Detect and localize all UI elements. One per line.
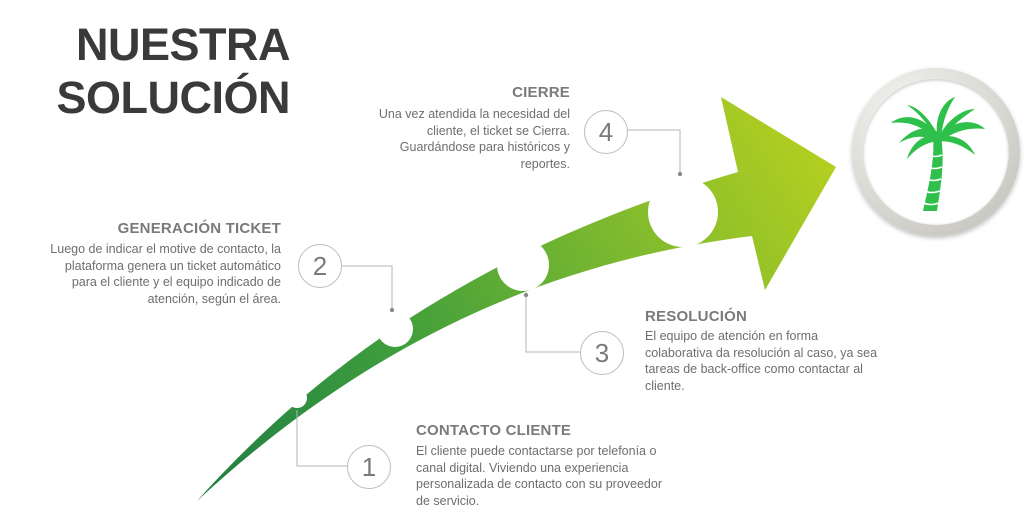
palm-tree-icon <box>891 97 985 211</box>
page-title-line-2: SOLUCIÓN <box>56 72 290 123</box>
step-text-contacto-cliente: El cliente puede contactarse por telefon… <box>416 444 662 508</box>
brand-logo <box>852 68 1020 236</box>
step-text-cierre: Una vez atendida la necesidad del client… <box>378 107 570 171</box>
step-title-resolucion: RESOLUCIÓN <box>645 308 748 325</box>
step-number-3: 3 <box>580 331 624 375</box>
step-title-cierre: CIERRE <box>512 84 570 101</box>
step-number-4: 4 <box>584 110 628 154</box>
milestone-dot-3 <box>497 239 549 291</box>
brand-logo-inner <box>863 79 1009 225</box>
connector-line-2 <box>342 265 393 310</box>
step-title-generacion-ticket: GENERACIÓN TICKET <box>117 220 281 237</box>
page-title: NUESTRA SOLUCIÓN <box>50 18 290 124</box>
milestone-dot-1 <box>287 388 307 408</box>
step-title-contacto-cliente: CONTACTO CLIENTE <box>416 422 572 439</box>
step-number-1: 1 <box>347 445 391 489</box>
step-number-2: 2 <box>298 244 342 288</box>
connector-line-1 <box>296 410 347 467</box>
step-text-generacion-ticket: Luego de indicar el motive de contacto, … <box>50 242 281 306</box>
connector-line-4 <box>628 129 681 174</box>
step-text-resolucion: El equipo de atención en forma colaborat… <box>645 329 878 393</box>
page-title-line-1: NUESTRA <box>75 19 291 70</box>
connector-line-3 <box>525 295 580 353</box>
milestone-dot-2 <box>377 311 413 347</box>
milestone-dot-4 <box>648 177 718 247</box>
